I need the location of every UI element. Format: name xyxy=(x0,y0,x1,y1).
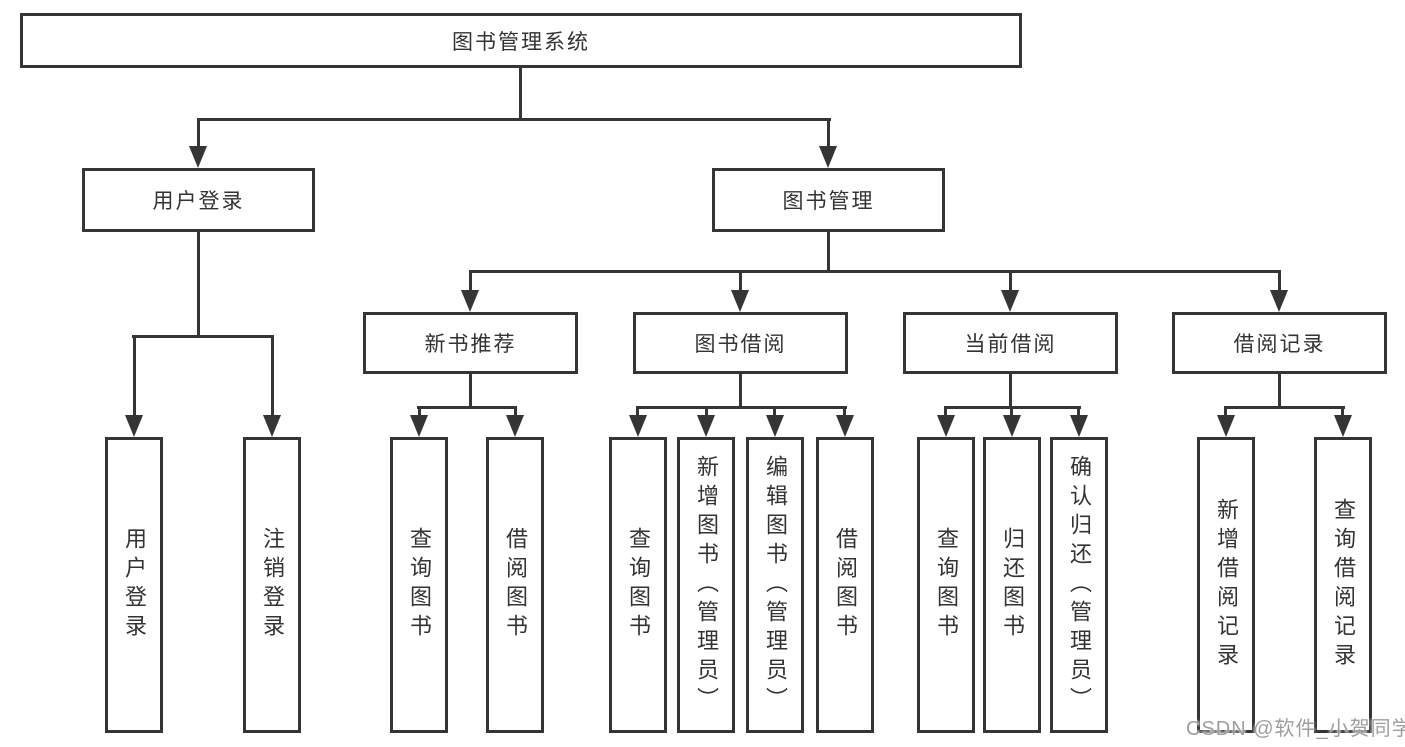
node-borrow-records: 借阅记录 xyxy=(1172,312,1387,374)
node-book-borrow-label: 图书借阅 xyxy=(694,333,787,356)
node-current-borrow-label: 当前借阅 xyxy=(964,333,1057,356)
leaf-edit-book-admin-label: 编辑图书（管理员） xyxy=(763,454,788,716)
connector-line xyxy=(705,406,708,417)
node-user-login: 用户登录 xyxy=(82,168,315,232)
connector-line xyxy=(1278,270,1281,292)
leaf-add-book-admin-label: 新增图书（管理员） xyxy=(694,454,719,716)
connector-line xyxy=(1341,406,1344,417)
arrowhead-down xyxy=(1217,415,1235,437)
arrowhead-down xyxy=(410,415,428,437)
connector-line xyxy=(197,118,200,148)
node-new-book-recommend-label: 新书推荐 xyxy=(424,333,517,356)
node-library-system: 图书管理系统 xyxy=(20,13,1022,68)
leaf-logout: 注销登录 xyxy=(243,437,301,733)
connector-line xyxy=(827,118,830,148)
connector-line xyxy=(514,406,517,417)
leaf-query-books-current: 查询图书 xyxy=(917,437,975,733)
connector-line xyxy=(1224,406,1227,417)
leaf-query-borrow-record: 查询借阅记录 xyxy=(1314,437,1372,733)
leaf-user-login-label: 用户登录 xyxy=(122,527,147,643)
node-book-management-label: 图书管理 xyxy=(782,190,875,213)
connector-line xyxy=(133,335,136,416)
leaf-query-books-recommend: 查询图书 xyxy=(390,437,448,733)
watermark: CSDN @软件_小贺同学 xyxy=(1186,718,1405,740)
connector-line xyxy=(636,406,639,417)
arrowhead-down xyxy=(506,415,524,437)
connector-line xyxy=(519,68,522,121)
connector-line xyxy=(739,374,742,408)
node-new-book-recommend: 新书推荐 xyxy=(363,312,578,374)
leaf-query-books-recommend-label: 查询图书 xyxy=(407,527,432,643)
connector-line xyxy=(417,406,517,409)
arrowhead-down xyxy=(819,146,837,168)
leaf-confirm-return-admin: 确认归还（管理员） xyxy=(1050,437,1108,733)
leaf-borrow-books-label: 借阅图书 xyxy=(833,527,858,643)
connector-line xyxy=(843,406,846,417)
connector-line xyxy=(739,270,742,292)
connector-line xyxy=(1009,374,1012,408)
leaf-add-borrow-record: 新增借阅记录 xyxy=(1197,437,1255,733)
connector-line xyxy=(197,232,200,338)
connector-line xyxy=(197,118,831,121)
connector-line xyxy=(1009,270,1012,292)
connector-line xyxy=(469,270,472,292)
arrowhead-down xyxy=(937,415,955,437)
arrowhead-down xyxy=(629,415,647,437)
connector-line xyxy=(1224,406,1345,409)
leaf-query-books-current-label: 查询图书 xyxy=(934,527,959,643)
arrowhead-down xyxy=(263,415,281,437)
connector-line xyxy=(1010,406,1013,417)
node-borrow-records-label: 借阅记录 xyxy=(1233,333,1326,356)
connector-line xyxy=(1278,374,1281,408)
leaf-add-book-admin: 新增图书（管理员） xyxy=(677,437,735,733)
leaf-query-books-borrow: 查询图书 xyxy=(609,437,667,733)
node-current-borrow: 当前借阅 xyxy=(903,312,1118,374)
node-user-login-label: 用户登录 xyxy=(152,190,245,213)
arrowhead-down xyxy=(1270,290,1288,312)
leaf-confirm-return-admin-label: 确认归还（管理员） xyxy=(1067,454,1092,716)
node-library-system-label: 图书管理系统 xyxy=(452,30,590,54)
arrowhead-down xyxy=(1003,415,1021,437)
arrowhead-down xyxy=(697,415,715,437)
node-book-management: 图书管理 xyxy=(712,168,945,232)
arrowhead-down xyxy=(125,415,143,437)
arrowhead-down xyxy=(766,415,784,437)
arrowhead-down xyxy=(461,290,479,312)
arrowhead-down xyxy=(1001,290,1019,312)
node-book-borrow: 图书借阅 xyxy=(633,312,848,374)
connector-line xyxy=(1077,406,1080,417)
connector-line xyxy=(827,232,830,272)
leaf-borrow-books-recommend-label: 借阅图书 xyxy=(503,527,528,643)
leaf-query-books-borrow-label: 查询图书 xyxy=(626,527,651,643)
leaf-return-book: 归还图书 xyxy=(983,437,1041,733)
leaf-add-borrow-record-label: 新增借阅记录 xyxy=(1214,498,1239,672)
leaf-query-borrow-record-label: 查询借阅记录 xyxy=(1331,498,1356,672)
connector-line xyxy=(132,335,274,338)
connector-line xyxy=(271,335,274,416)
leaf-borrow-books-recommend: 借阅图书 xyxy=(486,437,544,733)
connector-line xyxy=(944,406,947,417)
arrowhead-down xyxy=(731,290,749,312)
connector-line xyxy=(470,270,1281,273)
leaf-user-login: 用户登录 xyxy=(105,437,163,733)
leaf-borrow-books: 借阅图书 xyxy=(816,437,874,733)
connector-line xyxy=(636,406,847,409)
arrowhead-down xyxy=(1070,415,1088,437)
arrowhead-down xyxy=(189,146,207,168)
leaf-return-book-label: 归还图书 xyxy=(1000,527,1025,643)
leaf-edit-book-admin: 编辑图书（管理员） xyxy=(746,437,804,733)
connector-line xyxy=(418,406,421,417)
leaf-logout-label: 注销登录 xyxy=(260,527,285,643)
arrowhead-down xyxy=(1334,415,1352,437)
connector-line xyxy=(469,374,472,408)
connector-line xyxy=(773,406,776,417)
arrowhead-down xyxy=(836,415,854,437)
